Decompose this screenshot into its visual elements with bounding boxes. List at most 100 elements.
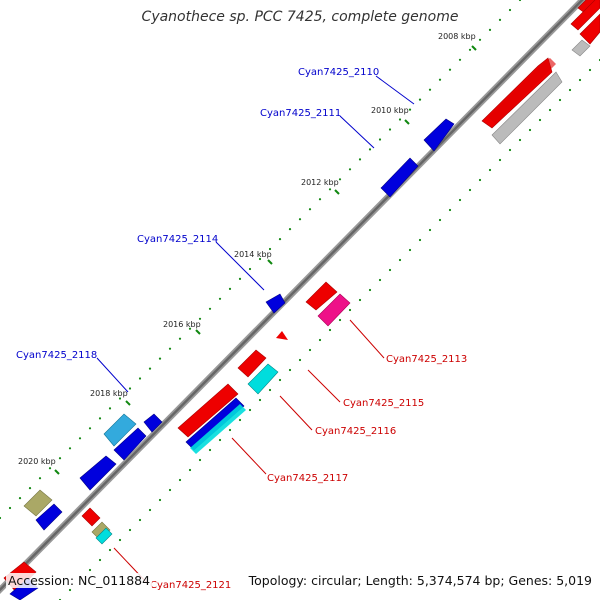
scale-dot	[458, 58, 462, 61]
gene-arrow[interactable]	[103, 413, 137, 447]
gene-arrow[interactable]	[491, 71, 563, 145]
scale-dot	[168, 347, 172, 350]
gene-arrow[interactable]	[35, 503, 63, 531]
scale-dot	[238, 277, 242, 280]
scale-dot	[458, 198, 462, 202]
gene-arrow-cyan7425-2110[interactable]	[423, 118, 455, 152]
gene-arrow-cyan7425-2116[interactable]	[247, 363, 279, 395]
scale-dot	[38, 477, 42, 480]
scale-dot	[468, 188, 472, 192]
scale-dot	[448, 208, 452, 212]
scale-dot	[228, 287, 232, 290]
gene-arrow-cyan7425-2115[interactable]	[237, 349, 267, 378]
gene-label-cyan7425-2121[interactable]: Cyan7425_2121	[150, 580, 231, 591]
gene-label-cyan7425-2111[interactable]: Cyan7425_2111	[260, 108, 341, 119]
gene-arrow[interactable]	[143, 413, 163, 433]
scale-dot	[208, 307, 212, 310]
scale-dot	[418, 238, 422, 242]
scale-dot	[428, 228, 432, 232]
scale-dot	[138, 518, 142, 522]
scale-dot	[408, 248, 412, 252]
scale-dot	[378, 278, 382, 282]
scale-dots-lower	[58, 58, 600, 602]
scale-dot	[88, 568, 92, 572]
gene-arrow-cyan7425-2117[interactable]	[177, 383, 239, 438]
kbp-label-2020: 2020 kbp	[18, 457, 56, 466]
gene-arrow[interactable]	[579, 13, 600, 45]
scale-dot	[298, 218, 302, 221]
gene-arrow[interactable]	[488, 58, 556, 124]
scale-dot	[198, 317, 202, 320]
gene-arrow[interactable]	[276, 331, 288, 340]
gene-arrow[interactable]	[79, 455, 117, 491]
scale-dot	[78, 437, 82, 440]
scale-dot	[588, 68, 592, 72]
scale-dot	[368, 148, 372, 151]
gene-label-cyan7425-2116[interactable]: Cyan7425_2116	[315, 426, 396, 437]
kbp-label-2012: 2012 kbp	[301, 178, 339, 187]
scale-dot	[338, 178, 342, 181]
scale-dot	[198, 458, 202, 462]
scale-dot	[438, 218, 442, 222]
scale-dot	[188, 327, 192, 330]
scale-dot	[498, 158, 502, 162]
scale-dot	[0, 516, 2, 520]
gene-label-cyan7425-2110[interactable]: Cyan7425_2110	[298, 67, 379, 78]
gene-arrow-cyan7425-2114[interactable]	[265, 293, 286, 314]
scale-dot	[398, 258, 402, 262]
scale-dot	[118, 397, 122, 400]
scale-dot	[308, 208, 312, 211]
gene-arrow-cyan7425-2111[interactable]	[380, 157, 419, 198]
accession-text: Accession: NC_011884	[6, 573, 153, 588]
gene-arrow-cyan7425-2118[interactable]	[113, 427, 147, 461]
scale-dot	[488, 28, 492, 31]
scale-dot	[188, 468, 192, 472]
scale-dot	[398, 118, 402, 121]
scale-dot	[318, 338, 322, 342]
scale-dot	[288, 368, 292, 372]
gene-label-cyan7425-2117[interactable]: Cyan7425_2117	[267, 473, 348, 484]
scale-dot	[258, 398, 262, 402]
kbp-label-2008: 2008 kbp	[438, 32, 476, 41]
scale-dot	[508, 148, 512, 152]
scale-dot	[378, 138, 382, 141]
scale-dot	[408, 108, 412, 111]
scale-dot	[518, 138, 522, 142]
gene-label-cyan7425-2115[interactable]: Cyan7425_2115	[343, 398, 424, 409]
scale-dot	[418, 98, 422, 101]
kbp-tick-2020: 2020 kbp	[18, 457, 60, 475]
gene-label-cyan7425-2118[interactable]: Cyan7425_2118	[16, 350, 97, 361]
kbp-tick-2014: 2014 kbp	[234, 250, 273, 265]
scale-dot	[348, 168, 352, 171]
scale-dot	[338, 318, 342, 322]
scale-dot	[558, 98, 562, 102]
scale-dot	[518, 0, 522, 2]
scale-dot	[278, 378, 282, 382]
scale-dot	[318, 198, 322, 201]
topology-text: Topology: circular; Length: 5,374,574 bp…	[246, 573, 594, 588]
gene-arrow[interactable]	[23, 489, 53, 517]
scale-dot	[388, 128, 392, 131]
scale-dot	[108, 407, 112, 410]
gene-arrow[interactable]	[570, 0, 600, 31]
scale-dot	[288, 228, 292, 231]
gene-arrow[interactable]	[190, 404, 246, 454]
gene-arrow-cyan7425-2121[interactable]	[81, 507, 101, 527]
kbp-label-2016: 2016 kbp	[163, 320, 201, 329]
gene-label-cyan7425-2114[interactable]: Cyan7425_2114	[137, 234, 218, 245]
map-title: Cyanothece sp. PCC 7425, complete genome	[141, 9, 459, 25]
gene-arrow[interactable]	[305, 281, 338, 311]
gene-arrow-cyan7425-2113[interactable]	[317, 293, 351, 327]
gene-arrow[interactable]	[95, 527, 113, 545]
gene-arrow[interactable]	[571, 39, 591, 57]
scale-dot	[218, 438, 222, 442]
scale-dot	[448, 68, 452, 71]
scale-dot	[478, 178, 482, 182]
scale-dot	[148, 367, 152, 370]
kbp-label-2010: 2010 kbp	[371, 106, 409, 115]
scale-dot	[348, 308, 352, 312]
gene-label-cyan7425-2113[interactable]: Cyan7425_2113	[386, 354, 467, 365]
scale-dot	[548, 108, 552, 112]
